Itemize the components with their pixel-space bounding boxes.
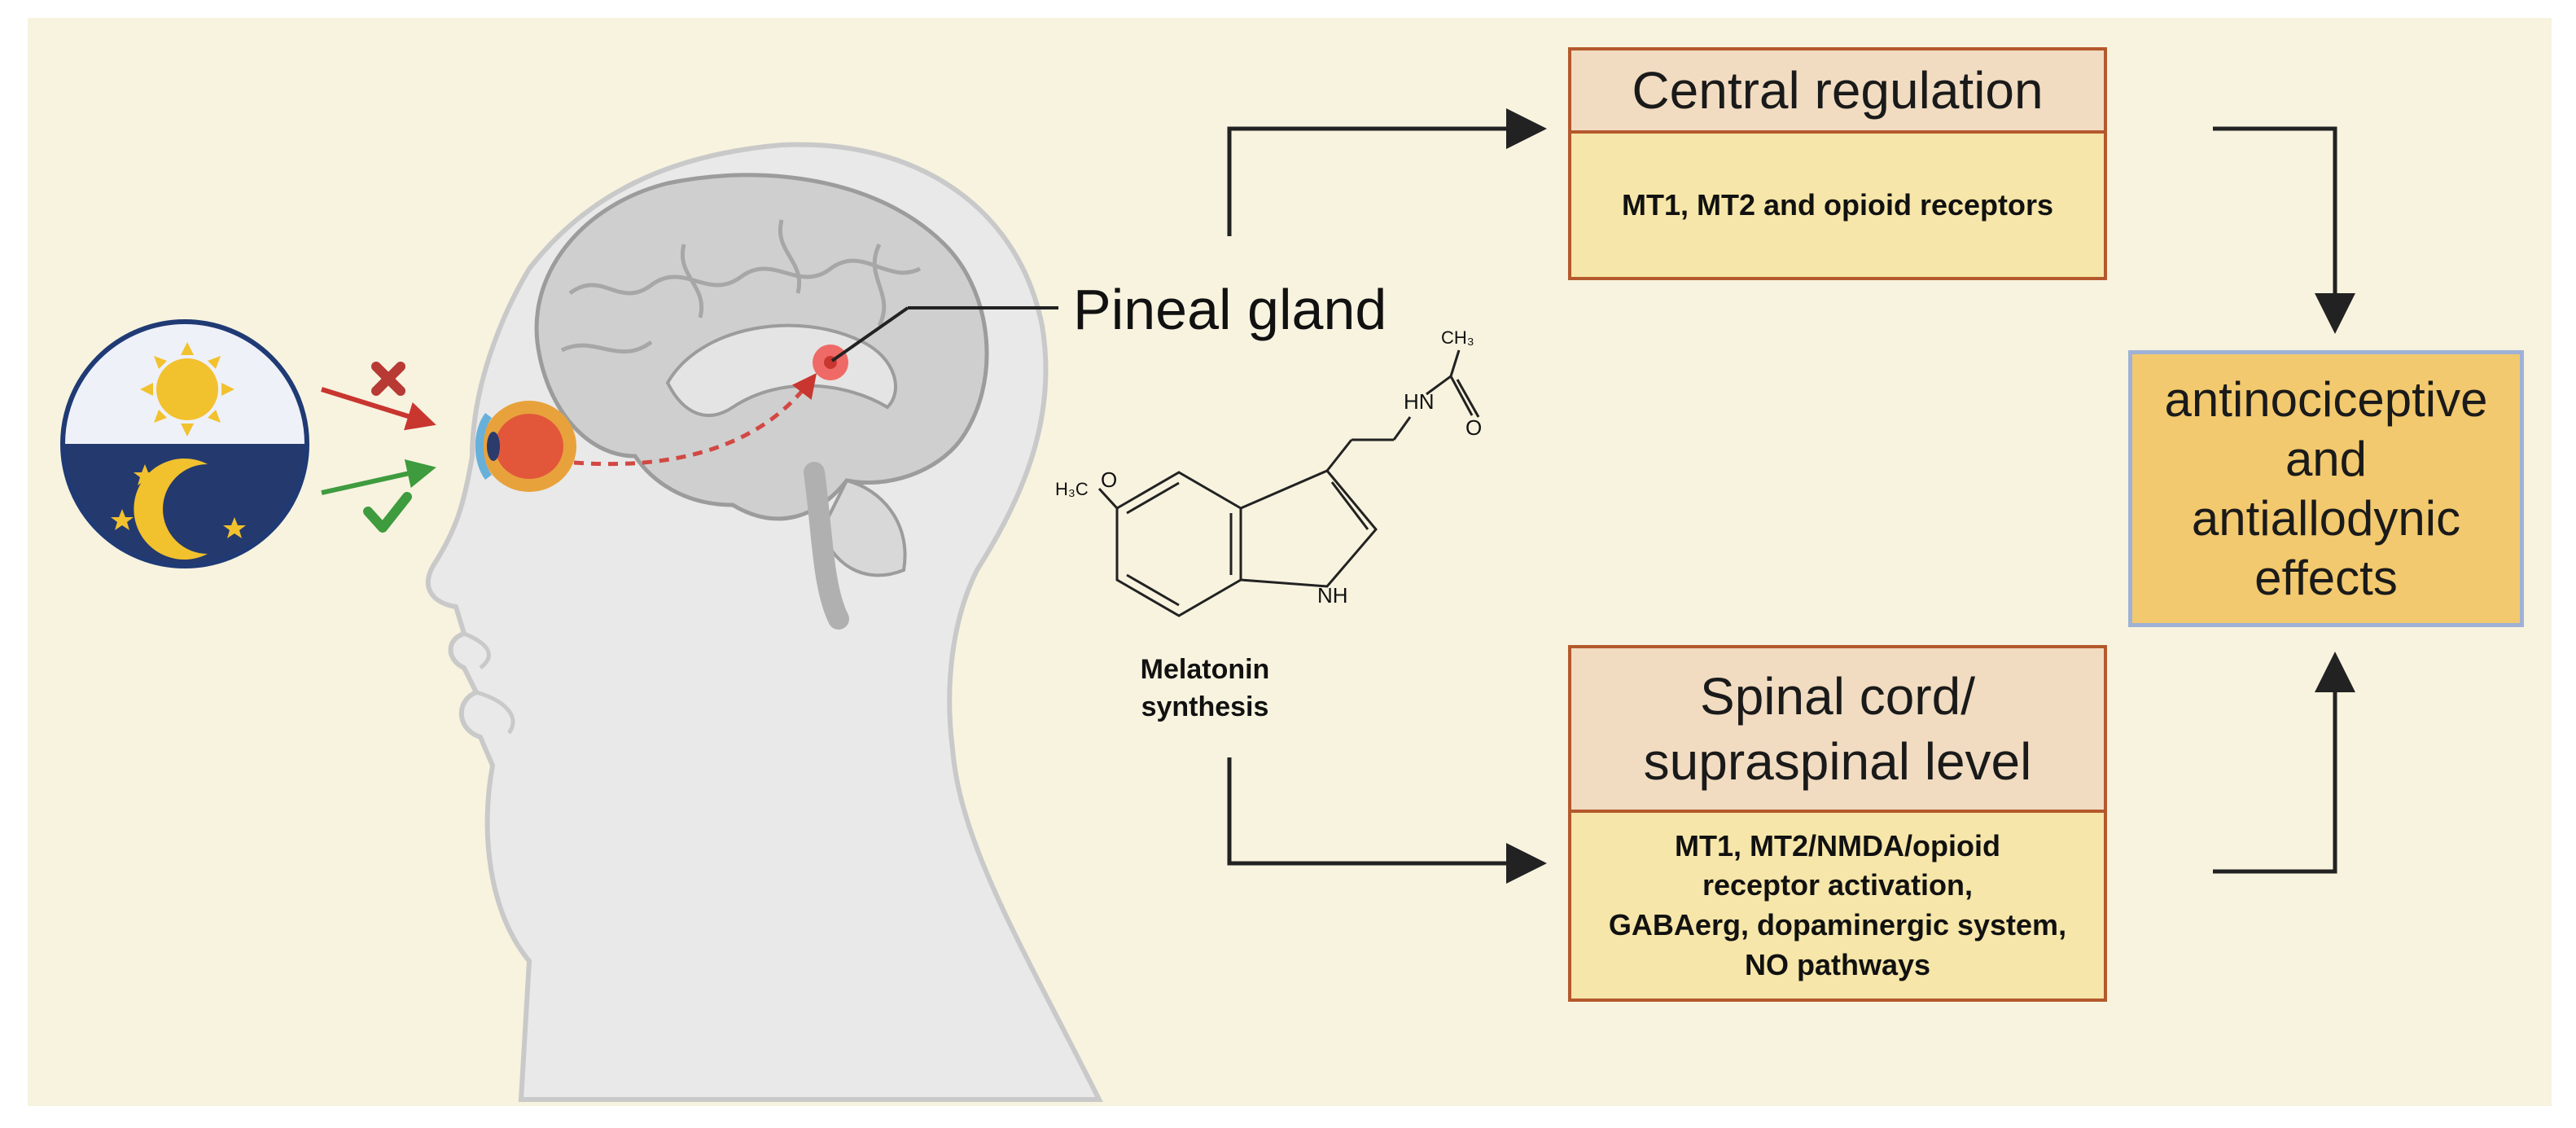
daylight-arrow [321, 387, 436, 431]
arrow-to-spinal [1227, 757, 1547, 884]
moon-icon [134, 459, 208, 560]
darkness-arrow [321, 459, 436, 495]
molecule-o-label: O [1101, 467, 1118, 492]
check-icon [363, 492, 412, 533]
pineal-leader-line [830, 306, 909, 362]
melatonin-structure [1097, 349, 1480, 617]
molecule-h3c-label: H₃C [1055, 479, 1089, 499]
spinal-level-body: MT1, MT2/NMDA/opioid receptor activation… [1568, 813, 2107, 1002]
molecule-o2-label: O [1465, 415, 1483, 440]
molecule-ch3-label: CH₃ [1441, 327, 1474, 348]
pineal-gland-label: Pineal gland [1073, 278, 1387, 341]
melatonin-synthesis-label: Melatonin synthesis [1140, 654, 1270, 722]
arrow-spinal-to-outcome [2213, 652, 2355, 874]
day-night-icon [60, 319, 309, 568]
spinal-level-header: Spinal cord/ supraspinal level [1568, 645, 2107, 813]
molecule-hn-label: HN [1404, 389, 1435, 414]
arrow-central-to-outcome [2213, 126, 2355, 334]
optic-pathway [573, 373, 817, 467]
cross-icon [371, 362, 405, 396]
star-icon [111, 464, 246, 538]
molecule-nh-label: NH [1317, 583, 1348, 608]
outcome-box: antinociceptive and antiallodynic effect… [2128, 350, 2524, 627]
central-regulation-header: Central regulation [1568, 47, 2107, 134]
eye-icon [475, 401, 576, 492]
arrow-to-central [1227, 108, 1547, 236]
central-regulation-body: MT1, MT2 and opioid receptors [1568, 134, 2107, 280]
sun-icon [140, 342, 234, 437]
